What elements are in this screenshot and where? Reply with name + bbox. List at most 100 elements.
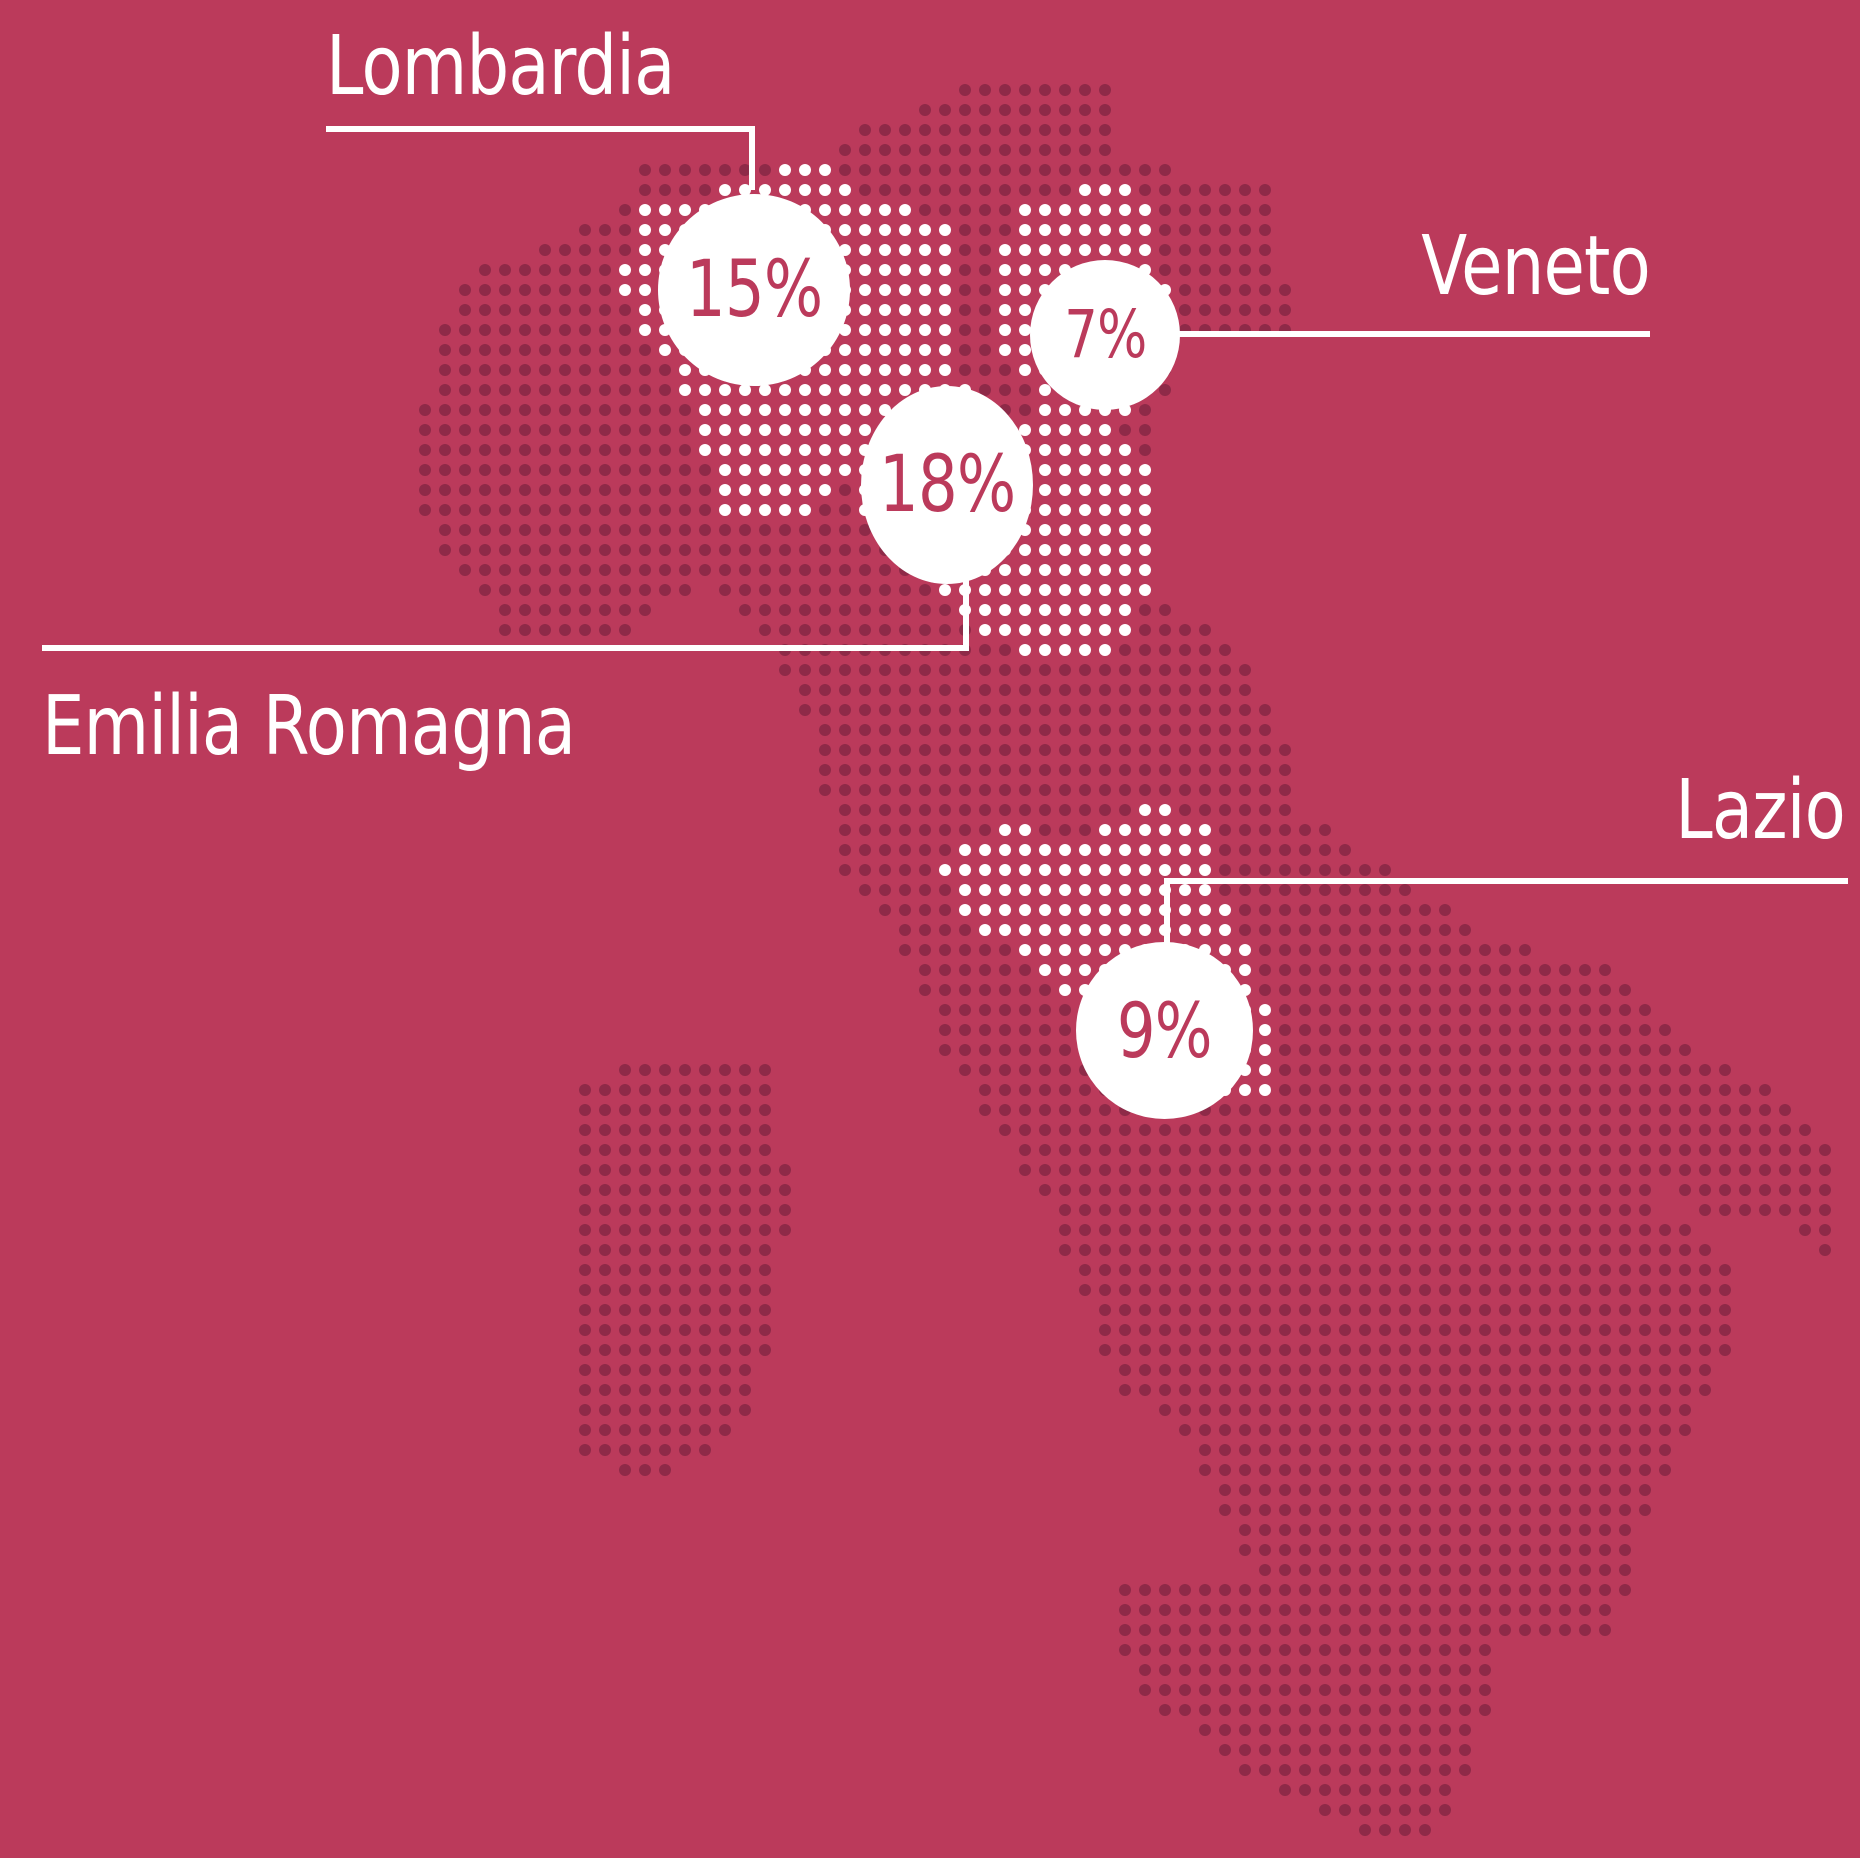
dot-base	[1379, 944, 1391, 956]
dot-base	[1299, 844, 1311, 856]
dot-base	[1079, 664, 1091, 676]
dot-base	[1399, 1604, 1411, 1616]
dot-base	[1399, 1024, 1411, 1036]
dot-base	[879, 724, 891, 736]
dot-base	[1819, 1244, 1831, 1256]
dot-base	[1439, 924, 1451, 936]
dot-base	[979, 784, 991, 796]
dot-base	[1539, 1544, 1551, 1556]
dot-base	[1739, 1124, 1751, 1136]
dot-base	[1359, 1564, 1371, 1576]
dot-base	[1479, 1444, 1491, 1456]
dot-base	[1099, 704, 1111, 716]
dot-base	[1619, 1564, 1631, 1576]
dot-base	[1459, 1444, 1471, 1456]
dot-base	[1659, 1364, 1671, 1376]
dot-base	[1499, 1624, 1511, 1636]
dot-base	[859, 184, 871, 196]
dot-base	[1479, 1224, 1491, 1236]
dot-base	[599, 1104, 611, 1116]
dot-base	[1019, 724, 1031, 736]
dot-base	[539, 304, 551, 316]
dot-base	[579, 404, 591, 416]
dot-base	[1259, 1484, 1271, 1496]
dot-base	[1159, 204, 1171, 216]
dot-base	[659, 1084, 671, 1096]
dot-base	[1359, 884, 1371, 896]
dot-base	[1239, 1324, 1251, 1336]
dot-base	[1479, 1244, 1491, 1256]
dot-base	[1259, 204, 1271, 216]
dot-base	[1419, 1444, 1431, 1456]
dot-base	[999, 1104, 1011, 1116]
dot-base	[1619, 1204, 1631, 1216]
dot-base	[1119, 1124, 1131, 1136]
dot-base	[1159, 1124, 1171, 1136]
dot-base	[1439, 1264, 1451, 1276]
dot-base	[1499, 1604, 1511, 1616]
dot-base	[1219, 864, 1231, 876]
dot-base	[959, 1044, 971, 1056]
dot-base	[1459, 1604, 1471, 1616]
dot-base	[479, 344, 491, 356]
dot-base	[499, 384, 511, 396]
dot-base	[1659, 1464, 1671, 1476]
dot-base	[1399, 1064, 1411, 1076]
dot-base	[1359, 1224, 1371, 1236]
dot-base	[1239, 1664, 1251, 1676]
dot-base	[1599, 1044, 1611, 1056]
dot-base	[1299, 1024, 1311, 1036]
dot-base	[639, 1304, 651, 1316]
dot-base	[1199, 1304, 1211, 1316]
dot-base	[879, 124, 891, 136]
dot-base	[819, 684, 831, 696]
dot-base	[1199, 1244, 1211, 1256]
dot-base	[1279, 304, 1291, 316]
dot-base	[1379, 1504, 1391, 1516]
dot-base	[1479, 1364, 1491, 1376]
dot-base	[519, 624, 531, 636]
dot-base	[1799, 1164, 1811, 1176]
dot-base	[1399, 1624, 1411, 1636]
dot-base	[1059, 144, 1071, 156]
dot-base	[479, 464, 491, 476]
dot-base	[1139, 1304, 1151, 1316]
dot-base	[1779, 1204, 1791, 1216]
dot-base	[1059, 1024, 1071, 1036]
dot-base	[599, 1164, 611, 1176]
dot-base	[819, 504, 831, 516]
dot-base	[1319, 1784, 1331, 1796]
dot-base	[1219, 804, 1231, 816]
dot-base	[1259, 1224, 1271, 1236]
dot-base	[1119, 704, 1131, 716]
dot-base	[1439, 1424, 1451, 1436]
dot-base	[1539, 1164, 1551, 1176]
dot-base	[1079, 684, 1091, 696]
dot-base	[1199, 224, 1211, 236]
dot-base	[1219, 1144, 1231, 1156]
dot-base	[819, 624, 831, 636]
dot-base	[1159, 1224, 1171, 1236]
dot-base	[1339, 1604, 1351, 1616]
dot-base	[619, 404, 631, 416]
dot-base	[1539, 1284, 1551, 1296]
dot-base	[1699, 1284, 1711, 1296]
dot-base	[1539, 1604, 1551, 1616]
dot-base	[1559, 1164, 1571, 1176]
dot-base	[679, 544, 691, 556]
dot-base	[839, 544, 851, 556]
dot-base	[1519, 984, 1531, 996]
dot-base	[1659, 1384, 1671, 1396]
dot-base	[1199, 204, 1211, 216]
dot-base	[1039, 824, 1051, 836]
dot-base	[1279, 1764, 1291, 1776]
dot-base	[1459, 1704, 1471, 1716]
dot-base	[1219, 1644, 1231, 1656]
dot-base	[1139, 1164, 1151, 1176]
dot-base	[679, 1424, 691, 1436]
dot-base	[579, 304, 591, 316]
dot-base	[1439, 1324, 1451, 1336]
dot-base	[1319, 844, 1331, 856]
dot-base	[1199, 1704, 1211, 1716]
dot-base	[699, 1104, 711, 1116]
